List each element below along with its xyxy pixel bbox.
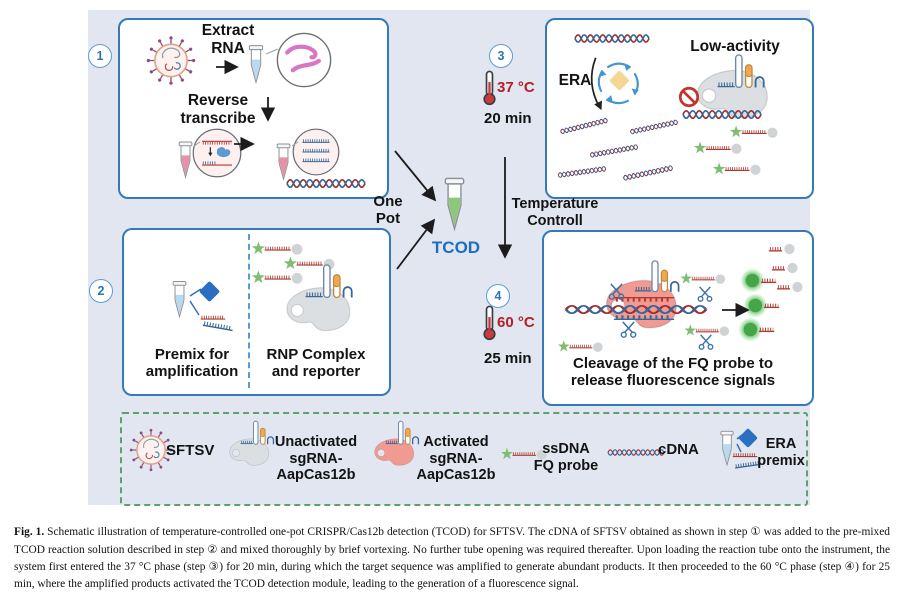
thermometer-icon <box>483 305 496 341</box>
temperature-control-label: Temperature Controll <box>511 196 599 229</box>
time-25-label: 25 min <box>484 350 532 367</box>
cleaved-fragment-icon <box>767 242 797 256</box>
scissors-icon <box>620 321 637 338</box>
era-label: ERA <box>558 72 592 89</box>
rt-magnified-icon <box>191 127 243 179</box>
one-pot-label: One Pot <box>373 193 403 228</box>
prohibition-icon <box>678 86 700 108</box>
step-4-badge: 4 <box>486 284 510 308</box>
cleavage-label: Cleavage of the FQ probe to release fluo… <box>570 355 776 390</box>
panel-low-activity <box>545 18 814 199</box>
figure-caption: Fig. 1. Schematic illustration of temper… <box>14 524 890 593</box>
time-20-label: 20 min <box>484 110 532 127</box>
premix-label: Premix for amplification <box>145 346 239 381</box>
fq-probe-icon <box>556 339 604 354</box>
fluorescence-signal-icon <box>741 291 781 320</box>
temp-60-label: 60 °C <box>497 314 535 331</box>
step-4-number: 4 <box>494 289 502 303</box>
cdna-magnified-icon <box>291 127 341 177</box>
fq-probe-icon <box>711 160 763 177</box>
low-activity-label: Low-activity <box>690 38 780 55</box>
fq-probe-icon <box>692 139 744 156</box>
extract-rna-label: Extract RNA <box>201 22 255 57</box>
legend-activated-label: Activated sgRNA- AapCas12b <box>416 434 496 484</box>
legend-box <box>120 412 808 506</box>
step-3-number: 3 <box>497 49 505 63</box>
legend-unactivated-label: Unactivated sgRNA- AapCas12b <box>274 434 358 484</box>
legend-era-premix-label: ERA premix <box>757 436 805 469</box>
fq-probe-icon <box>683 323 731 338</box>
temp-37-label: 37 °C <box>497 79 535 96</box>
dna-helix-icon <box>682 109 762 120</box>
figure-canvas: 1 2 3 4 <box>88 10 814 506</box>
sgrna-hairpin-icon <box>303 263 354 300</box>
step-3-badge: 3 <box>489 44 513 68</box>
tcod-label: TCOD <box>431 238 481 257</box>
figure-caption-text: Schematic illustration of temperature-co… <box>14 526 890 590</box>
dna-helix-icon <box>286 178 366 189</box>
fq-probe-icon <box>679 271 727 286</box>
dna-helix-icon <box>574 34 650 43</box>
figure-caption-label: Fig. 1. <box>14 526 45 539</box>
sgrna-hairpin-icon <box>633 259 681 294</box>
panel2-divider <box>248 234 250 388</box>
thermometer-icon <box>483 70 496 106</box>
legend-sftsv-label: SFTSV <box>166 442 215 459</box>
legend-ssdna-label: ssDNA FQ probe <box>533 441 599 474</box>
fluorescence-signal-icon <box>736 315 776 344</box>
sgrna-hairpin-icon <box>715 53 766 90</box>
premix-tube-icon <box>172 280 187 318</box>
reverse-transcribe-label: Reverse transcribe <box>180 92 256 127</box>
cleaved-fragment-icon <box>770 261 800 275</box>
step-2-badge: 2 <box>89 279 113 303</box>
tcod-tube-icon <box>444 177 465 230</box>
cdna-helix-icon <box>607 449 665 456</box>
legend-cdna-label: cDNA <box>658 441 699 458</box>
cleaved-fragment-icon <box>775 280 805 294</box>
step-2-number: 2 <box>97 284 105 298</box>
rna-magnified-icon <box>276 32 332 88</box>
rnp-complex-label: RNP Complex and reporter <box>266 346 366 381</box>
step-1-badge: 1 <box>88 44 112 68</box>
scissors-icon <box>608 283 625 300</box>
panel-cleavage <box>542 230 814 406</box>
step-1-number: 1 <box>96 49 104 63</box>
scissors-icon <box>697 286 713 302</box>
fq-probe-icon <box>728 123 780 140</box>
